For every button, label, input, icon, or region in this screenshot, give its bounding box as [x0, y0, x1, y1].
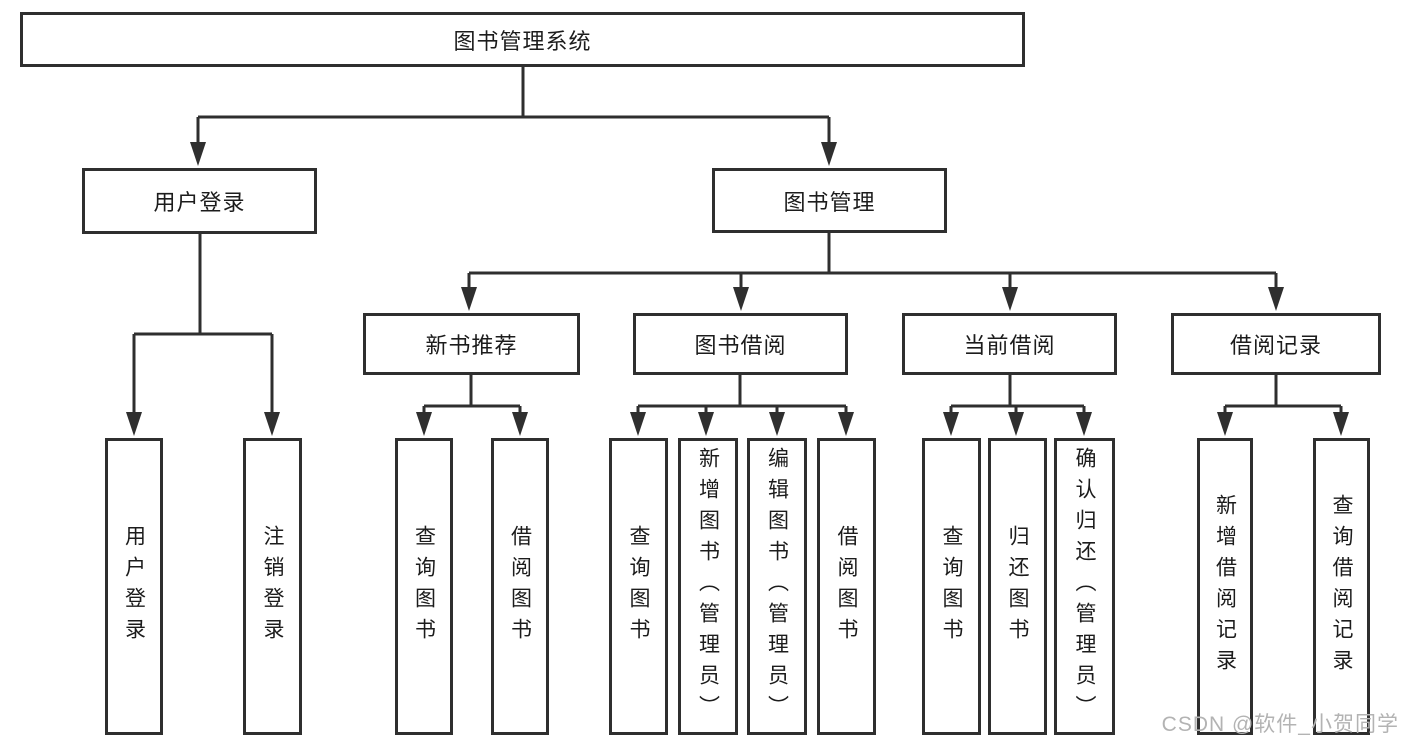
leaf-borrow-books-borrow-label: 借阅图书: [835, 524, 858, 649]
leaf-query-books-recommend: 查询图书: [395, 438, 453, 735]
node-book-borrow-label: 图书借阅: [694, 333, 787, 358]
leaf-edit-books-admin: 编辑图书（管理员）: [747, 438, 807, 735]
leaf-query-books-current: 查询图书: [922, 438, 981, 735]
leaf-return-books-label: 归还图书: [1006, 524, 1029, 649]
leaf-confirm-return-admin-label: 确认归还（管理员）: [1073, 447, 1096, 726]
node-borrow-records-label: 借阅记录: [1229, 333, 1322, 358]
leaf-user-login: 用户登录: [105, 438, 163, 735]
leaf-add-borrow-record-label: 新增借阅记录: [1213, 493, 1237, 680]
leaf-user-login-label: 用户登录: [122, 524, 146, 649]
leaf-query-books-borrow-label: 查询图书: [627, 524, 650, 649]
node-borrow-records: 借阅记录: [1171, 313, 1381, 375]
leaf-query-borrow-record: 查询借阅记录: [1313, 438, 1370, 735]
leaf-add-books-admin: 新增图书（管理员）: [678, 438, 738, 735]
leaf-return-books: 归还图书: [988, 438, 1047, 735]
arrowhead-icon: [126, 142, 1349, 436]
leaf-query-books-recommend-label: 查询图书: [412, 524, 436, 649]
node-current-borrow-label: 当前借阅: [963, 333, 1056, 358]
leaf-edit-books-admin-label: 编辑图书（管理员）: [765, 447, 789, 726]
leaf-borrow-books-recommend: 借阅图书: [491, 438, 549, 735]
leaf-query-books-borrow: 查询图书: [609, 438, 668, 735]
watermark: CSDN @软件_小贺同学: [1162, 708, 1399, 738]
leaf-logout-login-label: 注销登录: [261, 524, 284, 649]
node-user-login: 用户登录: [82, 168, 317, 234]
node-user-login-label: 用户登录: [153, 190, 246, 215]
leaf-confirm-return-admin: 确认归还（管理员）: [1054, 438, 1115, 735]
leaf-query-books-current-label: 查询图书: [940, 524, 963, 649]
node-root: 图书管理系统: [20, 12, 1025, 67]
watermark-text: CSDN @软件_小贺同学: [1161, 713, 1399, 736]
node-current-borrow: 当前借阅: [902, 313, 1117, 375]
leaf-add-books-admin-label: 新增图书（管理员）: [696, 447, 720, 726]
leaf-add-borrow-record: 新增借阅记录: [1197, 438, 1253, 735]
node-root-label: 图书管理系统: [453, 28, 592, 54]
node-book-management: 图书管理: [712, 168, 947, 233]
node-book-borrow: 图书借阅: [633, 313, 848, 375]
leaf-borrow-books-borrow: 借阅图书: [817, 438, 876, 735]
leaf-query-borrow-record-label: 查询借阅记录: [1330, 493, 1353, 680]
node-new-book-recommend-label: 新书推荐: [425, 333, 518, 358]
node-new-book-recommend: 新书推荐: [363, 313, 580, 375]
node-book-management-label: 图书管理: [783, 189, 876, 215]
leaf-borrow-books-recommend-label: 借阅图书: [508, 524, 532, 649]
leaf-logout-login: 注销登录: [243, 438, 302, 735]
